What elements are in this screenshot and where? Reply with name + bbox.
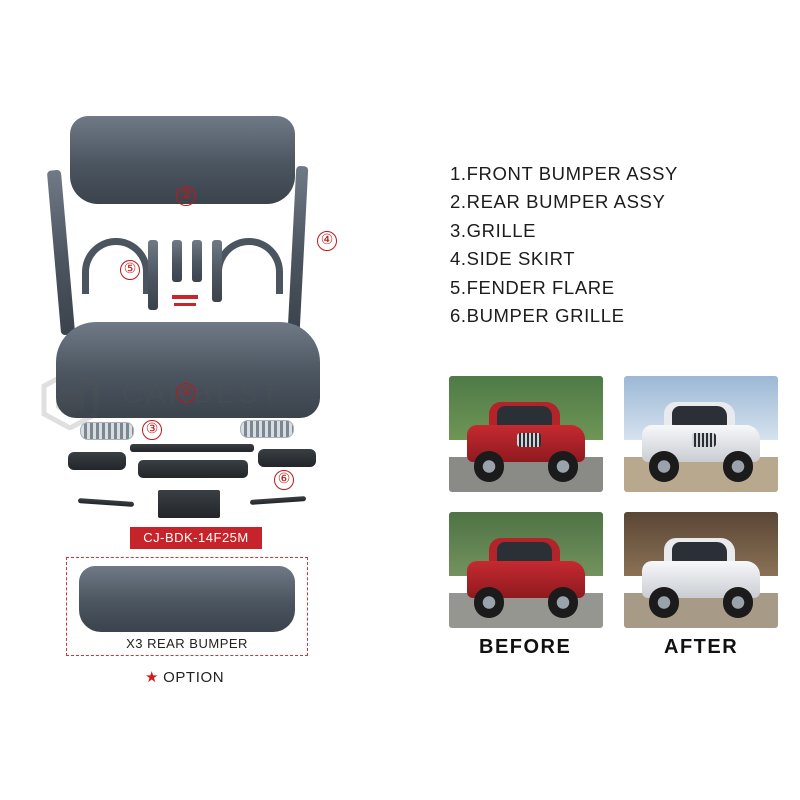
list-item: 3.GRILLE (450, 219, 537, 241)
list-item: 4.SIDE SKIRT (450, 248, 576, 270)
product-code-label: CJ-BDK-14F25M (130, 527, 262, 549)
callout-5: ⑤ (120, 260, 140, 280)
reflector-part (174, 303, 196, 306)
option-label: OPTION (163, 669, 225, 686)
fender-strip-1 (148, 240, 158, 310)
after-label: AFTER (664, 636, 739, 658)
fender-strip-2 (172, 240, 182, 282)
fender-flare-right-part (215, 238, 283, 294)
fog-cover-left-part (68, 452, 126, 470)
star-icon: ★ (145, 669, 160, 686)
after-front-photo (624, 376, 778, 492)
list-item: 6.BUMPER GRILLE (450, 305, 625, 327)
parts-diagram: ② ④ ⑤ ① ③ ⑥ (40, 100, 360, 550)
callout-6: ⑥ (274, 470, 294, 490)
list-item: 1.FRONT BUMPER ASSY (450, 163, 678, 184)
grille-left-part (80, 422, 134, 440)
callout-3: ③ (142, 420, 162, 440)
lower-lip-part (130, 444, 254, 452)
callout-1: ① (176, 383, 196, 403)
reflector-part (172, 295, 198, 299)
side-skirt-left-part (46, 169, 76, 336)
x3-rear-bumper-part (79, 566, 295, 632)
fog-cover-right-part (258, 449, 316, 467)
callout-4: ④ (317, 231, 337, 251)
callout-2: ② (176, 186, 196, 206)
trim-strip-left-part (77, 498, 135, 507)
grille-right-part (240, 420, 294, 438)
before-label: BEFORE (479, 636, 572, 658)
list-item: 2.REAR BUMPER ASSY (450, 191, 666, 213)
watermark-logo-icon (41, 370, 99, 430)
watermark-text: CARBEST (122, 378, 283, 409)
after-rear-photo (624, 512, 778, 628)
trim-strip-right-part (249, 496, 307, 505)
option-box-caption: X3 REAR BUMPER (126, 636, 248, 651)
license-plate-bracket-part (158, 490, 220, 518)
before-front-photo (449, 376, 603, 492)
bumper-grille-part (138, 460, 248, 478)
watermark: CARBEST (40, 370, 340, 430)
list-item: 5.FENDER FLARE (450, 276, 615, 298)
fender-strip-4 (212, 240, 222, 302)
fender-flare-left-part (82, 238, 150, 294)
fender-strip-3 (192, 240, 202, 282)
before-rear-photo (449, 512, 603, 628)
option-box: X3 REAR BUMPER (66, 557, 308, 656)
parts-list: 1.FRONT BUMPER ASSY 2.REAR BUMPER ASSY 3… (450, 160, 678, 330)
option-line: ★OPTION (145, 668, 224, 686)
